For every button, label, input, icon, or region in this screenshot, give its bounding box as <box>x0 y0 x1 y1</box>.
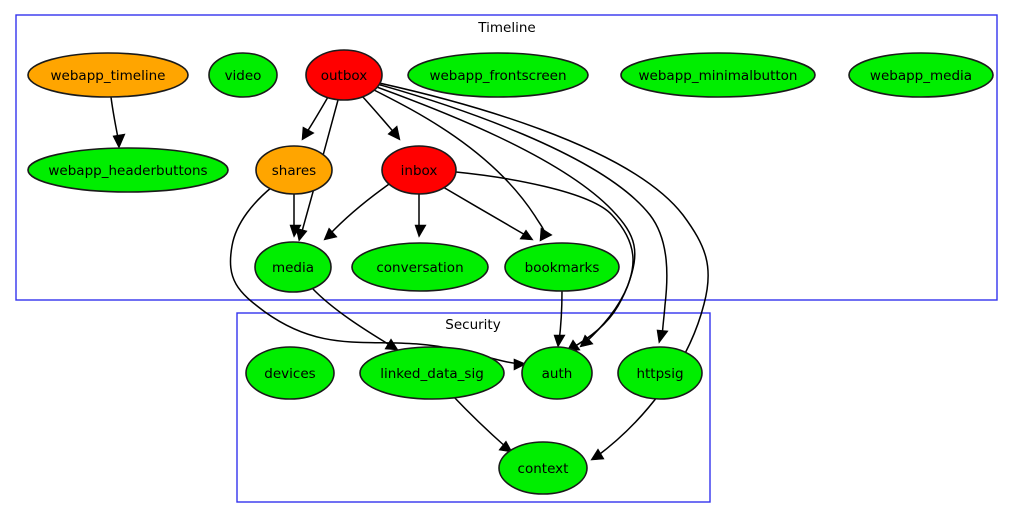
node-context[interactable]: context <box>498 441 588 495</box>
arrowhead-icon <box>590 448 605 461</box>
edge-media-to-linked_data_sig <box>311 287 399 351</box>
edge-webapp_timeline-to-webapp_headerbuttons <box>110 96 126 149</box>
cluster-label-security: Security <box>445 317 500 333</box>
node-webapp_headerbuttons[interactable]: webapp_headerbuttons <box>27 147 229 193</box>
node-conversation[interactable]: conversation <box>351 242 489 292</box>
arrowhead-icon <box>498 440 513 453</box>
cluster-label-timeline: Timeline <box>477 20 535 36</box>
edge-outbox-to-bookmarks <box>371 88 553 242</box>
arrowhead-icon <box>414 224 427 238</box>
edge-outbox-to-auth <box>373 85 636 348</box>
node-shape-video[interactable] <box>208 52 278 98</box>
node-httpsig[interactable]: httpsig <box>617 346 703 400</box>
node-shape-bookmarks[interactable] <box>504 242 620 292</box>
node-video[interactable]: video <box>208 52 278 98</box>
node-shape-conversation[interactable] <box>351 242 489 292</box>
arrowhead-icon <box>384 338 399 351</box>
arrowhead-icon <box>513 358 527 371</box>
node-bookmarks[interactable]: bookmarks <box>504 242 620 292</box>
edge-inbox-to-bookmarks <box>442 186 534 241</box>
node-webapp_frontscreen[interactable]: webapp_frontscreen <box>407 52 589 98</box>
edge-inbox-to-conversation <box>414 194 427 238</box>
node-shape-auth[interactable] <box>521 346 593 400</box>
node-shape-media[interactable] <box>254 241 332 293</box>
arrowhead-icon <box>656 329 669 344</box>
node-shape-webapp_minimalbutton[interactable] <box>620 52 816 98</box>
edge-outbox-to-httpsig <box>376 83 669 344</box>
node-devices[interactable]: devices <box>245 346 335 400</box>
node-shape-webapp_frontscreen[interactable] <box>407 52 589 98</box>
edges-layer <box>110 82 709 461</box>
edge-outbox-to-shares <box>301 96 329 141</box>
edge-line <box>558 290 563 343</box>
edge-line <box>442 186 528 237</box>
node-shape-webapp_headerbuttons[interactable] <box>27 147 229 193</box>
edge-linked_data_sig-to-context <box>451 394 513 453</box>
node-shape-devices[interactable] <box>245 346 335 400</box>
cluster-border-security <box>236 312 711 503</box>
node-shape-inbox[interactable] <box>381 145 457 195</box>
node-shares[interactable]: shares <box>255 145 333 195</box>
node-shape-httpsig[interactable] <box>617 346 703 400</box>
node-webapp_timeline[interactable]: webapp_timeline <box>27 52 189 98</box>
edge-line <box>376 83 668 339</box>
node-linked_data_sig[interactable]: linked_data_sig <box>359 346 505 400</box>
node-webapp_minimalbutton[interactable]: webapp_minimalbutton <box>620 52 816 98</box>
arrowhead-icon <box>539 227 553 242</box>
arrowhead-icon <box>323 227 338 241</box>
cluster-security: Security <box>236 312 711 503</box>
edge-line <box>304 96 329 136</box>
edge-outbox-to-inbox <box>361 95 401 141</box>
edge-line <box>451 394 508 449</box>
node-auth[interactable]: auth <box>521 346 593 400</box>
node-inbox[interactable]: inbox <box>381 145 457 195</box>
node-shape-webapp_media[interactable] <box>848 52 994 98</box>
edge-line <box>328 181 393 236</box>
edge-line <box>455 171 634 349</box>
node-webapp_media[interactable]: webapp_media <box>848 52 994 98</box>
arrowhead-icon <box>387 125 401 141</box>
edge-line <box>311 287 394 348</box>
arrowhead-icon <box>519 229 534 241</box>
node-media[interactable]: media <box>254 241 332 293</box>
arrowhead-icon <box>301 126 315 141</box>
edge-bookmarks-to-auth <box>553 290 566 348</box>
node-shape-context[interactable] <box>498 441 588 495</box>
edge-inbox-to-media <box>323 181 393 241</box>
node-shape-linked_data_sig[interactable] <box>359 346 505 400</box>
edge-line <box>371 88 546 238</box>
arrowhead-icon <box>289 224 302 238</box>
node-shape-outbox[interactable] <box>305 49 383 101</box>
cluster-timeline: Timeline <box>15 14 998 301</box>
cluster-border-timeline <box>15 14 998 301</box>
node-shape-shares[interactable] <box>255 145 333 195</box>
edge-line <box>373 85 636 344</box>
nodes-layer: webapp_timeline video outbox webapp_frontsc… <box>27 49 994 495</box>
arrowhead-icon <box>295 227 308 242</box>
node-shape-webapp_timeline[interactable] <box>27 52 189 98</box>
edge-line <box>361 95 398 137</box>
arrowhead-icon <box>112 133 126 149</box>
arrowhead-icon <box>553 334 566 348</box>
edge-shares-to-media <box>289 193 302 238</box>
node-outbox[interactable]: outbox <box>305 49 383 101</box>
